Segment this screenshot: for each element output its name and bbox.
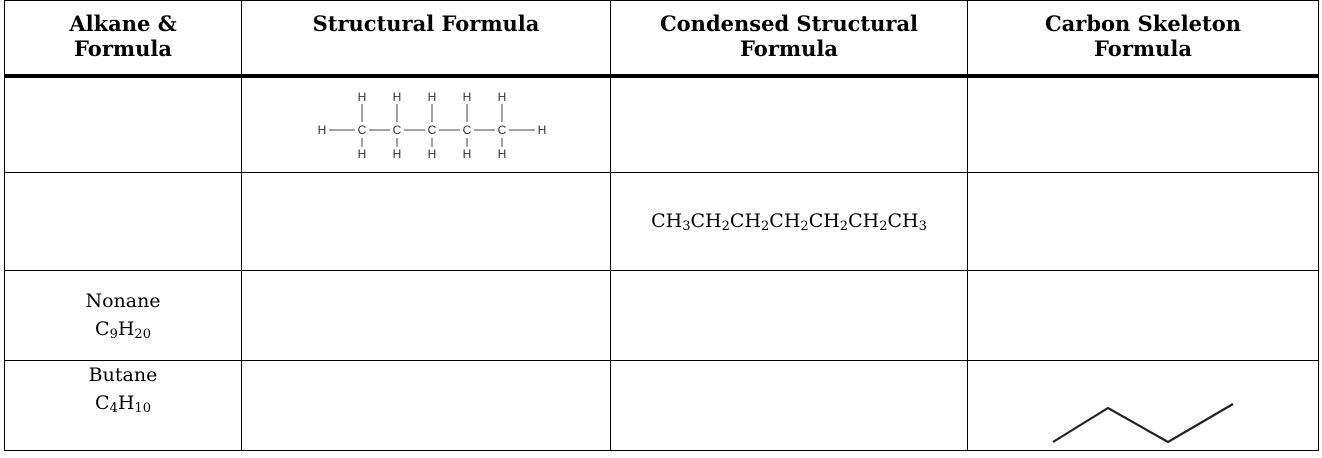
formula-subscript: 2 bbox=[761, 219, 770, 234]
atom-hydrogen: H bbox=[498, 147, 507, 161]
cell-condensed-empty bbox=[610, 359, 968, 451]
formula-subscript: 9 bbox=[109, 327, 118, 342]
table-row: Butane C4H10 bbox=[4, 359, 1319, 451]
cell-skeleton-empty bbox=[967, 269, 1319, 361]
formula-element: H bbox=[117, 391, 135, 414]
cell-skeleton-empty bbox=[967, 171, 1319, 271]
alkane-table: Alkane & Formula Structural Formula Cond… bbox=[4, 0, 1319, 451]
atom-hydrogen: H bbox=[358, 90, 367, 104]
atom-hydrogen: H bbox=[428, 147, 437, 161]
atom-carbon: C bbox=[498, 123, 507, 137]
formula-subscript: 2 bbox=[721, 219, 730, 234]
cell-structural-empty bbox=[241, 359, 611, 451]
formula-subscript: 3 bbox=[918, 219, 927, 234]
formula-element: H bbox=[117, 318, 135, 340]
header-carbon-skeleton-line2: Formula bbox=[1094, 36, 1192, 61]
header-carbon-skeleton: Carbon Skeleton Formula bbox=[967, 0, 1319, 78]
atom-hydrogen: H bbox=[498, 90, 507, 104]
formula-subscript: 4 bbox=[109, 400, 118, 416]
atom-hydrogen: H bbox=[393, 147, 402, 161]
formula-element: CH bbox=[729, 210, 762, 232]
header-alkane-formula-line2: Formula bbox=[74, 36, 172, 61]
header-condensed-formula-line2: Formula bbox=[740, 36, 838, 61]
table-row: Nonane C9H20 bbox=[4, 269, 1319, 361]
alkane-molecular-formula: C4H10 bbox=[5, 389, 241, 417]
header-alkane-formula-line1: Alkane & bbox=[69, 11, 177, 36]
atom-carbon: C bbox=[463, 123, 472, 137]
atom-hydrogen: H bbox=[428, 90, 437, 104]
cell-condensed-heptane: CH3CH2CH2CH2CH2CH2CH3 bbox=[610, 171, 968, 271]
formula-element: C bbox=[95, 318, 110, 340]
header-row: Alkane & Formula Structural Formula Cond… bbox=[4, 0, 1319, 78]
header-structural-formula: Structural Formula bbox=[241, 0, 611, 78]
atom-hydrogen: H bbox=[538, 123, 546, 137]
formula-element: CH bbox=[848, 210, 880, 232]
atom-hydrogen: H bbox=[463, 147, 472, 161]
condensed-formula-text: CH3CH2CH2CH2CH2CH2CH3 bbox=[651, 210, 927, 234]
header-alkane-formula: Alkane & Formula bbox=[4, 0, 242, 78]
table-row: CH3CH2CH2CH2CH2CH2CH3 bbox=[4, 171, 1319, 271]
skeleton-zigzag-line bbox=[1052, 402, 1234, 443]
cell-structural-empty bbox=[241, 171, 611, 271]
cell-alkane-butane: Butane C4H10 bbox=[4, 359, 242, 451]
atom-carbon: C bbox=[428, 123, 437, 137]
header-carbon-skeleton-line1: Carbon Skeleton bbox=[1044, 11, 1242, 36]
cell-structural-empty bbox=[241, 269, 611, 361]
formula-subscript: 2 bbox=[800, 219, 809, 234]
cell-alkane-empty bbox=[4, 75, 242, 173]
formula-element: CH bbox=[690, 210, 722, 232]
atom-hydrogen: H bbox=[463, 90, 472, 104]
formula-subscript: 10 bbox=[134, 400, 151, 416]
formula-subscript: 2 bbox=[879, 219, 888, 234]
cell-alkane-empty bbox=[4, 171, 242, 271]
atom-carbon: C bbox=[358, 123, 367, 137]
cell-condensed-empty bbox=[610, 269, 968, 361]
formula-element: CH bbox=[887, 210, 919, 232]
alkane-name: Nonane bbox=[85, 290, 161, 312]
header-structural-formula-line1: Structural Formula bbox=[312, 11, 540, 36]
cell-skeleton-butane bbox=[967, 359, 1319, 451]
butane-skeleton-diagram bbox=[1052, 402, 1234, 443]
header-condensed-formula-line1: Condensed Structural bbox=[659, 11, 919, 36]
alkane-molecular-formula: C9H20 bbox=[5, 315, 241, 343]
formula-subscript: 3 bbox=[682, 219, 691, 234]
cell-skeleton-empty bbox=[967, 75, 1319, 173]
formula-subscript: 2 bbox=[839, 219, 849, 234]
formula-element: CH bbox=[769, 210, 801, 232]
formula-subscript: 20 bbox=[134, 327, 151, 342]
alkane-name: Butane bbox=[88, 363, 158, 386]
formula-element: CH bbox=[651, 210, 683, 232]
atom-carbon: C bbox=[393, 123, 402, 137]
formula-element: CH bbox=[808, 210, 840, 232]
header-condensed-formula: Condensed Structural Formula bbox=[610, 0, 968, 78]
atom-hydrogen: H bbox=[393, 90, 402, 104]
atom-hydrogen: H bbox=[318, 123, 327, 137]
atom-hydrogen: H bbox=[358, 147, 367, 161]
cell-alkane-nonane: Nonane C9H20 bbox=[4, 269, 242, 361]
cell-condensed-empty bbox=[610, 75, 968, 173]
formula-element: C bbox=[95, 391, 110, 414]
